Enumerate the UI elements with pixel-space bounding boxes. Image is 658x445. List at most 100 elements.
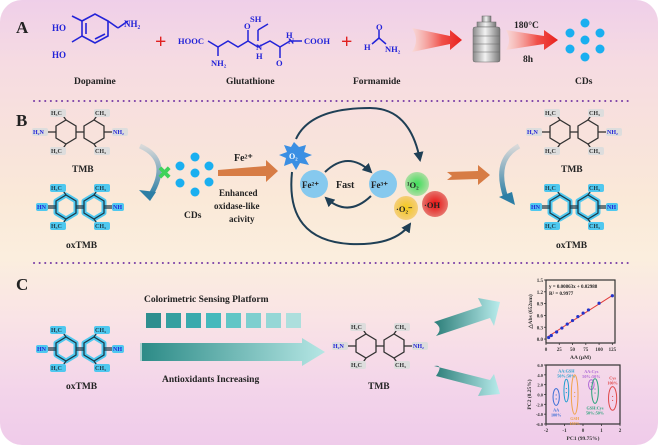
color-swatch <box>246 313 261 328</box>
cluster-sublabel: 100% <box>569 421 579 426</box>
conversion-arrow-icon <box>499 143 521 199</box>
formamide-label: Formamide <box>353 77 401 87</box>
oxtmb-label-c: oxTMB <box>66 382 98 392</box>
arrow-head-icon <box>499 192 515 205</box>
glutathione-label: Glutathione <box>226 77 275 87</box>
tmb-structure: H₃C CH₃ H₂N NH₂ H₃C CH₃ <box>32 109 128 155</box>
cluster-sublabel: 50%:50% <box>557 373 575 378</box>
atom-label: CH₃ <box>589 224 600 230</box>
plus-icon: + <box>341 31 352 53</box>
cluster-label: AA <box>553 407 559 412</box>
atom-label: H₃C <box>51 111 62 117</box>
cluster-point <box>565 387 567 390</box>
color-swatch <box>206 313 221 328</box>
glutathione-o1: O <box>244 21 251 31</box>
dopamine-nh2: NH₂ <box>124 19 141 29</box>
panel-a: A HO HO NH₂ Dopamine + HOOC NH₂ O <box>16 13 605 87</box>
x-tick-label: 0 <box>545 348 548 353</box>
y-tick-label: -6.0 <box>536 422 544 427</box>
atom-label: H₃C <box>545 111 556 117</box>
cluster-ellipse <box>591 378 599 404</box>
hydroxyl-burst-icon <box>422 191 448 217</box>
superoxide-burst-icon <box>394 196 418 220</box>
fe2-cycle-label: Fe²⁺ <box>302 180 319 190</box>
fast-label: Fast <box>336 180 355 191</box>
fe3-cycle-label: Fe³⁺ <box>371 180 388 190</box>
color-swatch <box>226 313 241 328</box>
atom-label: H₂N <box>333 344 344 350</box>
dopamine-structure <box>71 13 129 44</box>
cluster-ellipse <box>552 388 560 406</box>
lower-path-arrow-icon <box>290 171 412 246</box>
x-tick-label: 75 <box>583 348 589 353</box>
panel-label-a: A <box>16 18 29 37</box>
y-tick-label: 4.0 <box>537 373 543 378</box>
data-point <box>547 335 551 340</box>
x-tick-label: 1 <box>600 429 603 434</box>
glutathione-hooc: HOOC <box>178 36 204 46</box>
data-point <box>586 308 591 312</box>
cluster-point <box>574 395 576 398</box>
output-arrow-icon <box>447 165 490 185</box>
atom-label: CH₃ <box>589 186 600 192</box>
cluster-point <box>590 382 592 384</box>
antioxidants-caption: Antioxidants Increasing <box>162 375 259 385</box>
y-tick-label: 0.9 <box>537 303 544 308</box>
data-point <box>560 326 564 330</box>
oxtmb-structure-c: H₃C CH₃ HN NH H₃C CH₃ <box>36 326 124 372</box>
atom-label: NH₂ <box>607 130 618 136</box>
cluster-ellipse <box>608 386 618 411</box>
superoxide-label: ·O₂⁻ <box>396 204 413 214</box>
oxtmb-structure-right: H₃C CH₃ HN NH H₃C CH₃ <box>530 184 618 230</box>
tmb-label-right: TMB <box>561 165 583 175</box>
x-axis-label: AA (μM) <box>570 354 591 361</box>
reduction-arrow-icon <box>324 195 372 209</box>
singlet-oxygen-burst-icon <box>405 172 429 196</box>
cluster-point <box>612 395 614 398</box>
atom-label: NH <box>113 205 122 211</box>
atom-label: H₂N <box>33 130 44 136</box>
color-swatch <box>266 313 281 328</box>
y-tick-label: 6.0 <box>537 363 543 368</box>
data-point <box>610 294 614 298</box>
atom-label: H₃C <box>351 363 362 369</box>
atom-label: H₃C <box>545 149 556 155</box>
color-swatch <box>186 313 201 328</box>
upper-path-arrow-icon <box>295 106 424 162</box>
cluster-point <box>612 399 614 402</box>
arrow-head-icon <box>139 190 156 201</box>
enhanced-text-line1: Enhanced <box>219 188 258 198</box>
oxygen-label: O₂ <box>289 152 298 161</box>
x-tick-label: -1 <box>562 429 567 434</box>
fit-equation: y = 0.00863x + 0.02988 <box>549 285 598 290</box>
atom-label: CH₃ <box>95 186 106 192</box>
plus-icon: + <box>155 31 166 53</box>
to-pca-arrow-icon <box>434 365 500 396</box>
data-point <box>597 301 601 305</box>
glutathione-h1: H <box>256 51 263 61</box>
antioxidant-arrow-icon <box>140 338 325 366</box>
fe3-cycle-circle <box>369 170 397 198</box>
cluster-label: AA:Cys <box>584 369 599 374</box>
atom-label: NH₂ <box>113 130 124 136</box>
x-axis-label: PC1 (99.75%) <box>567 435 600 442</box>
atom-label: CH₃ <box>395 363 406 369</box>
y-axis-label: PC2 (0.25%) <box>526 379 533 409</box>
panel-label-c: C <box>16 275 28 294</box>
blocked-x-icon: ✖ <box>157 163 172 184</box>
glutathione-n2: N <box>288 36 295 46</box>
cluster-ellipse <box>570 374 579 415</box>
atom-label: H₂N <box>527 130 538 136</box>
fe2-ion-label: Fe²⁺ <box>234 153 253 164</box>
oxtmb-structure: H₃C CH₃ HN NH H₃C CH₃ <box>36 184 124 230</box>
cluster-point <box>555 398 557 400</box>
y-tick-label: 0.3 <box>537 326 544 331</box>
atom-label: CH₃ <box>95 328 106 334</box>
enhanced-text-line2: oxidase-like <box>214 201 260 211</box>
cluster-point <box>574 391 576 394</box>
atom-label: CH₃ <box>95 366 106 372</box>
x-tick-label: 100 <box>595 348 603 353</box>
glutathione-nh2: NH₂ <box>211 58 227 68</box>
x-tick-label: 2 <box>619 429 622 434</box>
